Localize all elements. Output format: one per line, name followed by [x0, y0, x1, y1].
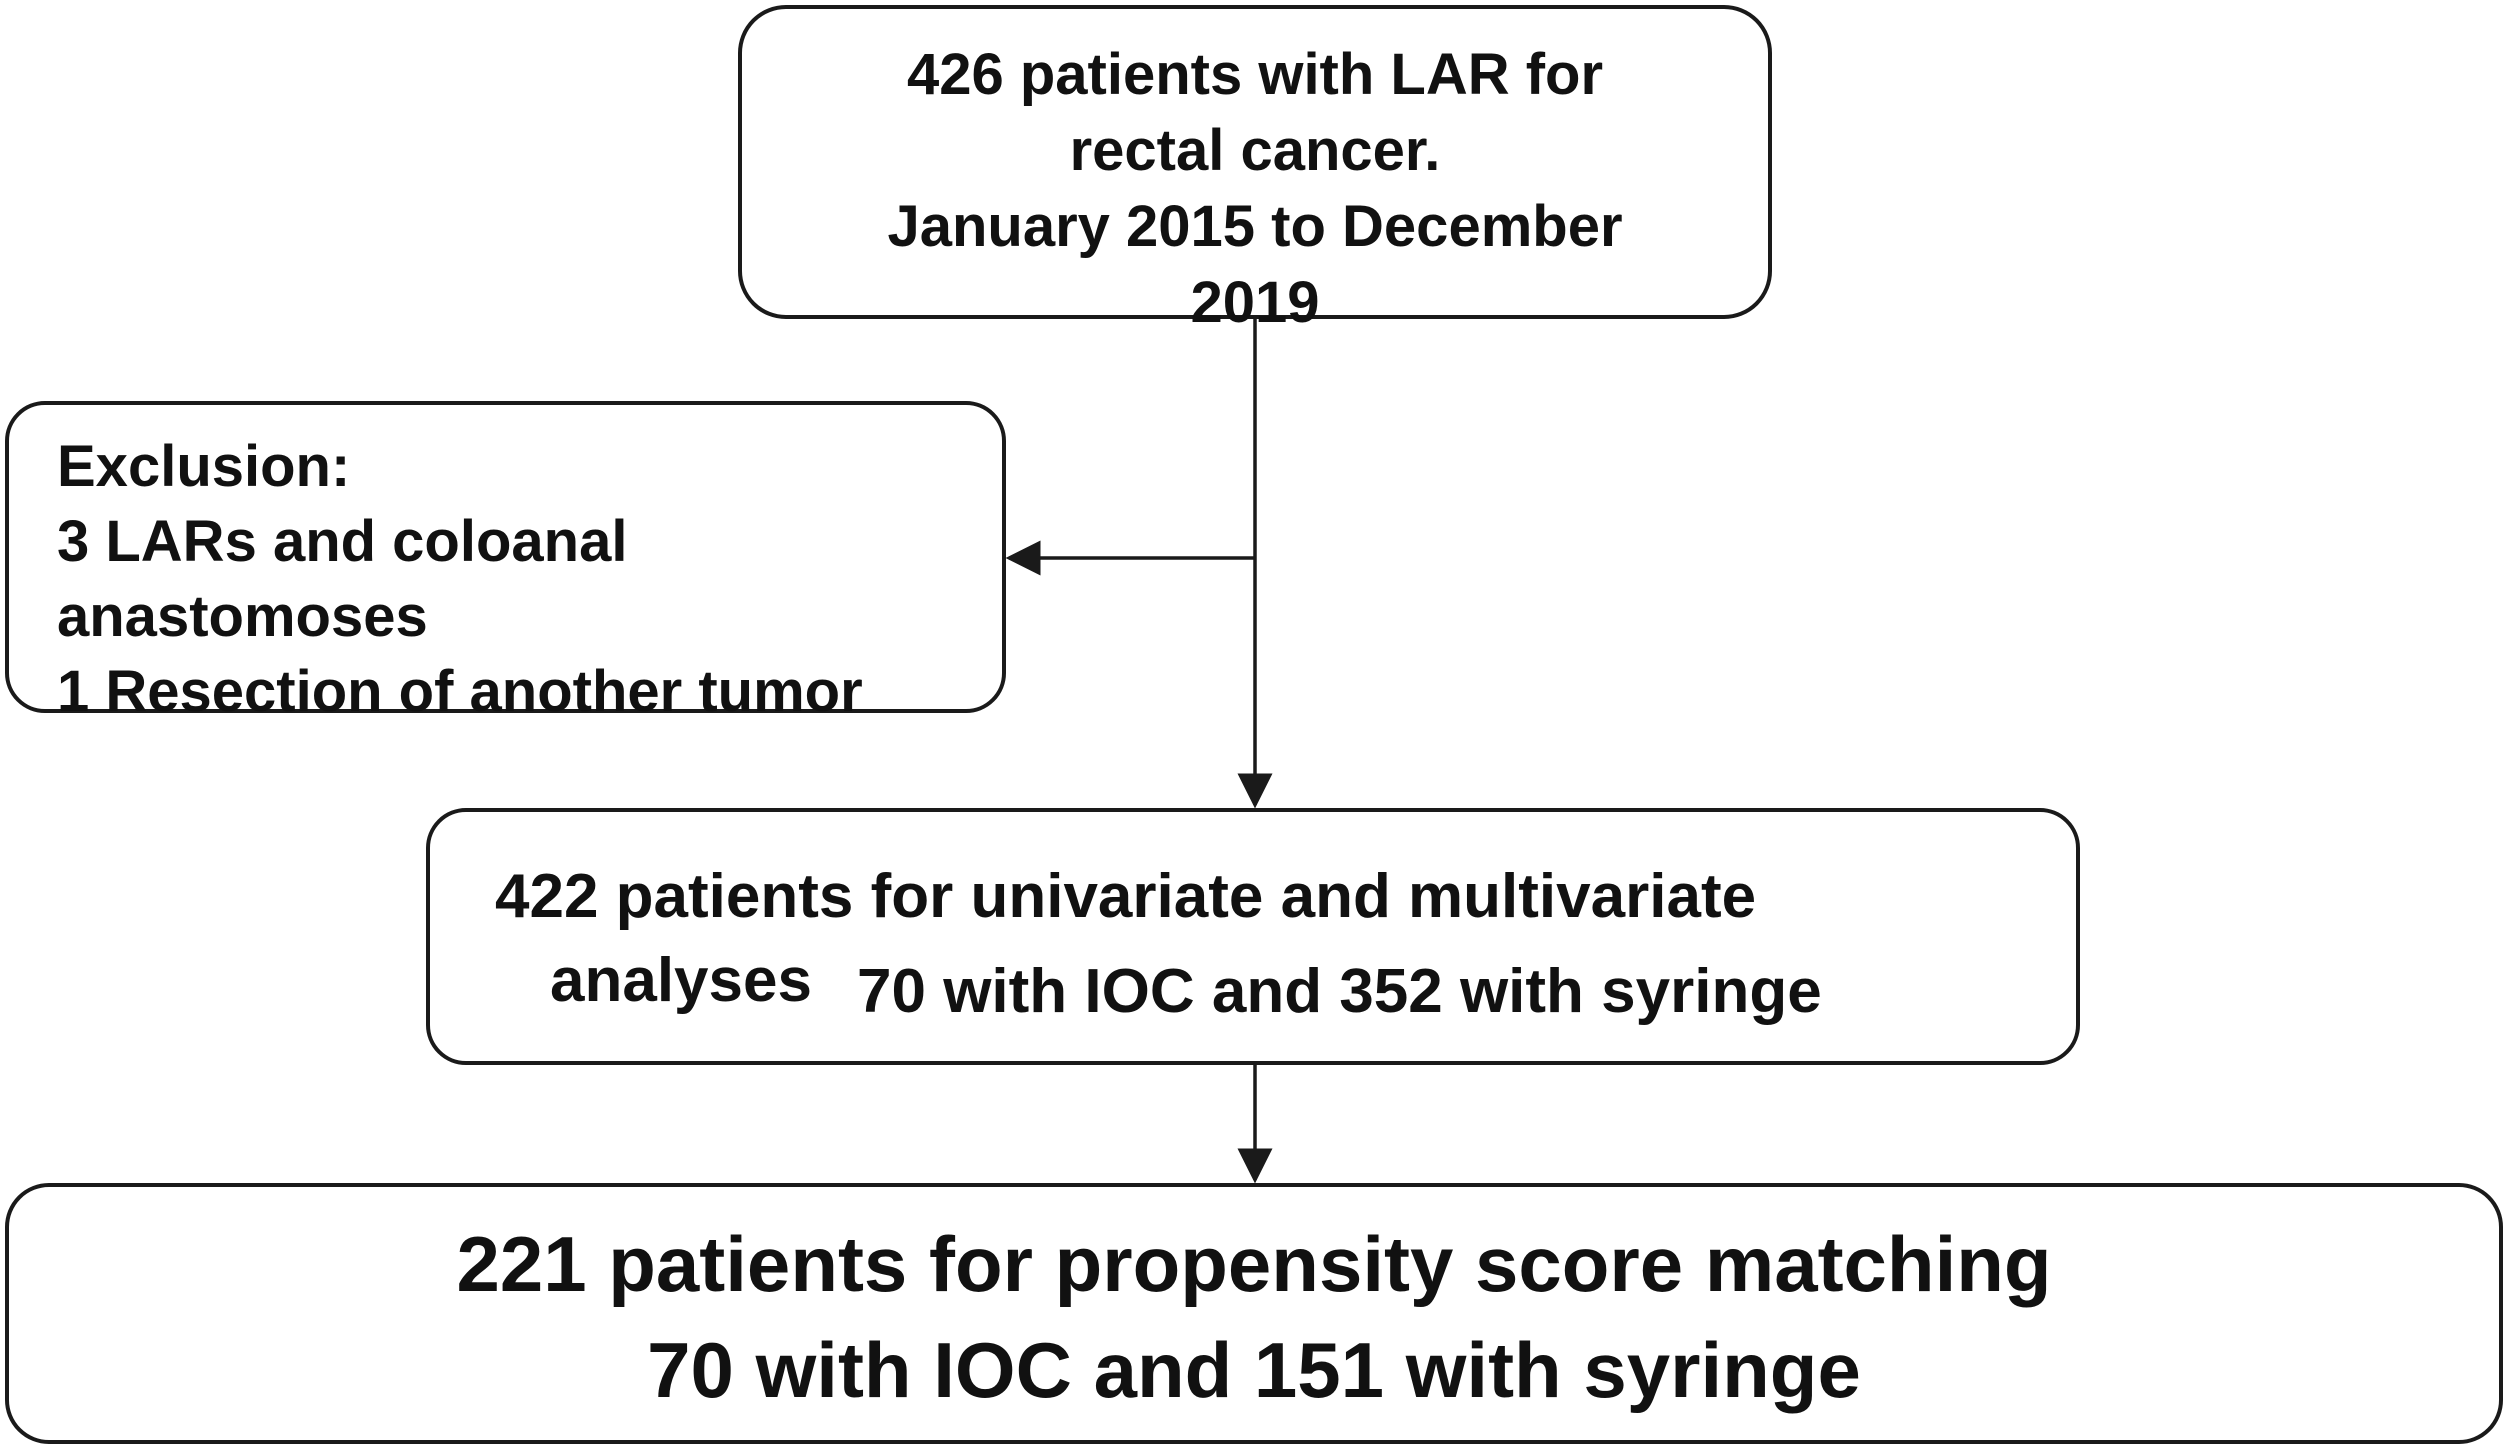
matched-cohort-line-2: 70 with IOC and 151 with syringe	[647, 1326, 1861, 1414]
analysis-cohort-box: 422 patients for univariate and multivar…	[426, 808, 2080, 1065]
exclusion-box: Exclusion: 3 LARs and coloanal anastomos…	[5, 401, 1006, 724]
matched-cohort-line-1: 221 patients for propensity score matchi…	[456, 1220, 2052, 1308]
initial-cohort-line-2: rectal cancer.	[1069, 118, 1441, 183]
initial-cohort-box: 426 patients with LAR for rectal cancer.…	[738, 5, 1772, 335]
initial-cohort-line-1: 426 patients with LAR for	[906, 42, 1604, 107]
exclusion-heading: Exclusion:	[57, 434, 351, 499]
initial-cohort-line-4: 2019	[1190, 270, 1320, 335]
analysis-cohort-line-1: 422 patients for univariate and multivar…	[495, 862, 1757, 931]
analysis-cohort-line-2a: analyses	[550, 946, 812, 1015]
exclusion-line-2: 3 LARs and coloanal	[57, 509, 628, 574]
initial-cohort-line-3: January 2015 to December	[887, 194, 1623, 259]
exclusion-line-4: 1 Resection of another tumor	[57, 659, 863, 724]
matched-cohort-box: 221 patients for propensity score matchi…	[5, 1183, 2503, 1444]
analysis-cohort-line-2b: 70 with IOC and 352 with syringe	[857, 957, 1822, 1026]
exclusion-line-3: anastomoses	[57, 584, 428, 649]
